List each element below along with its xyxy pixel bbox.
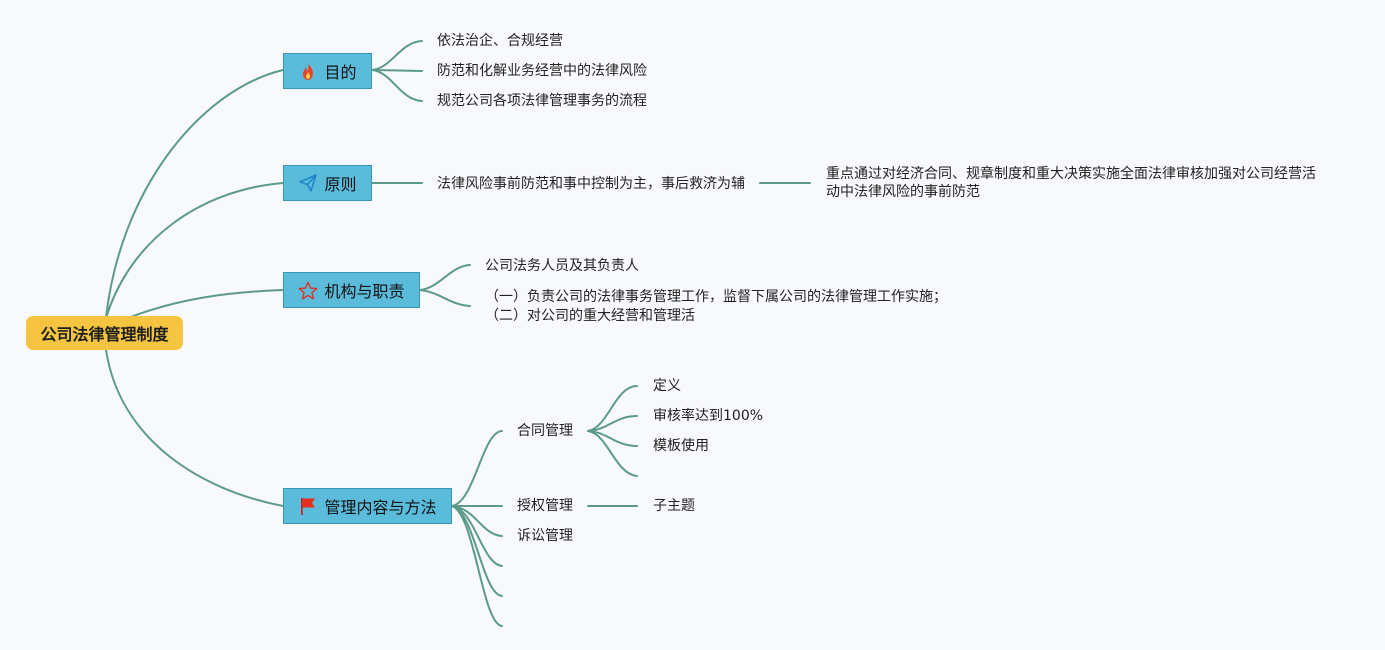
flag-icon	[298, 496, 318, 516]
connector-contract-4	[587, 430, 638, 477]
topic-principle[interactable]: 原则	[283, 165, 372, 201]
topic-organization-label: 机构与职责	[324, 282, 405, 301]
connector-purpose-3	[371, 69, 423, 102]
connector-root-principle	[105, 182, 284, 319]
contract-item-2[interactable]: 审核率达到100%	[653, 408, 764, 424]
purpose-item-1[interactable]: 依法治企、合规经营	[437, 33, 563, 49]
purpose-item-3[interactable]: 规范公司各项法律管理事务的流程	[437, 93, 647, 109]
organization-item-2[interactable]: （一）负责公司的法律事务管理工作，监督下属公司的法律管理工作实施； （二）对公司…	[485, 289, 947, 324]
connector-contract-2	[587, 415, 638, 432]
purpose-item-2[interactable]: 防范和化解业务经营中的法律风险	[437, 63, 647, 79]
topic-organization[interactable]: 机构与职责	[283, 272, 420, 308]
connector-contract-1	[587, 385, 638, 432]
topic-management[interactable]: 管理内容与方法	[283, 488, 452, 524]
subtopic-authorization[interactable]: 授权管理	[517, 498, 573, 514]
contract-item-1[interactable]: 定义	[653, 378, 681, 394]
connector-mgmt-e1	[451, 505, 503, 567]
connector-root-purpose	[105, 69, 284, 319]
connector-org-1	[419, 264, 471, 291]
authorization-item-1[interactable]: 子主题	[653, 498, 695, 514]
paper-plane-icon	[298, 173, 318, 193]
organization-item-1[interactable]: 公司法务人员及其负责人	[485, 258, 639, 274]
connector-purpose-2	[371, 69, 423, 72]
root-topic-label: 公司法律管理制度	[40, 325, 169, 344]
contract-item-3[interactable]: 模板使用	[653, 438, 709, 454]
connector-purpose-1	[371, 40, 423, 71]
topic-purpose[interactable]: 目的	[283, 53, 372, 89]
root-topic[interactable]: 公司法律管理制度	[26, 316, 183, 350]
subtopic-litigation[interactable]: 诉讼管理	[517, 528, 573, 544]
connector-root-management	[105, 349, 284, 507]
principle-item-1[interactable]: 法律风险事前防范和事中控制为主，事后救济为辅	[437, 176, 745, 192]
connector-org-2	[419, 289, 471, 307]
fire-icon	[298, 61, 318, 81]
topic-principle-label: 原则	[324, 175, 357, 194]
connector-root-organization	[127, 289, 284, 319]
connector-mgmt-e3	[451, 505, 503, 627]
subtopic-contract[interactable]: 合同管理	[517, 423, 573, 439]
topic-purpose-label: 目的	[324, 63, 357, 82]
principle-detail[interactable]: 重点通过对经济合同、规章制度和重大决策实施全面法律审核加强对公司经营活动中法律风…	[826, 166, 1316, 200]
connector-mgmt-contract	[451, 430, 503, 507]
topic-management-label: 管理内容与方法	[324, 498, 437, 517]
star-icon	[298, 280, 318, 300]
